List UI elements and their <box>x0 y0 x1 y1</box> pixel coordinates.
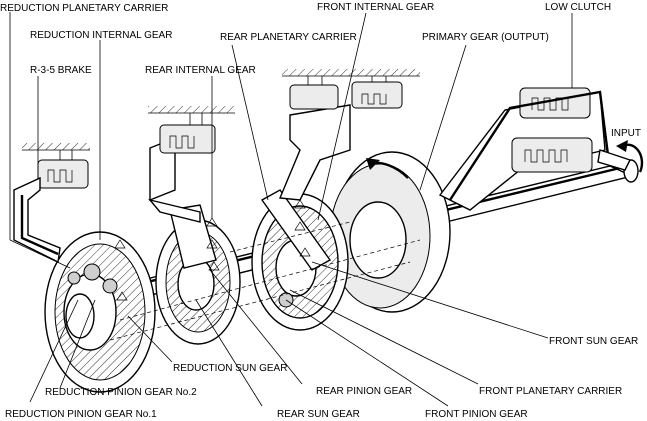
label-front-pinion-gear: FRONT PINION GEAR <box>425 409 528 420</box>
primary-gear-output <box>329 151 451 313</box>
reduction-planetary-set <box>44 231 156 393</box>
label-front-planetary-carrier: FRONT PLANETARY CARRIER <box>479 386 622 397</box>
front-planetary-set <box>251 189 349 331</box>
label-low-clutch: LOW CLUTCH <box>545 2 611 13</box>
label-front-internal-gear: FRONT INTERNAL GEAR <box>317 2 434 13</box>
label-rear-planetary-carrier: REAR PLANETARY CARRIER <box>220 32 357 43</box>
case-ground-hatching <box>22 69 420 151</box>
label-r35-brake: R-3-5 BRAKE <box>30 65 92 76</box>
rear-planetary-set <box>155 204 241 345</box>
label-rear-pinion-gear: REAR PINION GEAR <box>316 386 412 397</box>
drum-connections <box>13 76 421 341</box>
label-reduction-pinion-gear-no2: REDUCTION PINION GEAR No.2 <box>45 387 197 398</box>
label-input: INPUT <box>611 128 641 139</box>
label-primary-gear-output: PRIMARY GEAR (OUTPUT) <box>422 32 549 43</box>
label-reduction-planetary-carrier: REDUCTION PLANETARY CARRIER <box>0 3 168 14</box>
low-clutch <box>438 87 644 211</box>
label-rear-internal-gear: REAR INTERNAL GEAR <box>145 65 256 76</box>
label-reduction-pinion-gear-no1: REDUCTION PINION GEAR No.1 <box>5 409 157 420</box>
label-front-sun-gear: FRONT SUN GEAR <box>549 336 638 347</box>
label-reduction-sun-gear: REDUCTION SUN GEAR <box>173 363 287 374</box>
leader-lines <box>9 12 573 407</box>
label-rear-sun-gear: REAR SUN GEAR <box>277 409 360 420</box>
label-reduction-internal-gear: REDUCTION INTERNAL GEAR <box>30 30 172 41</box>
